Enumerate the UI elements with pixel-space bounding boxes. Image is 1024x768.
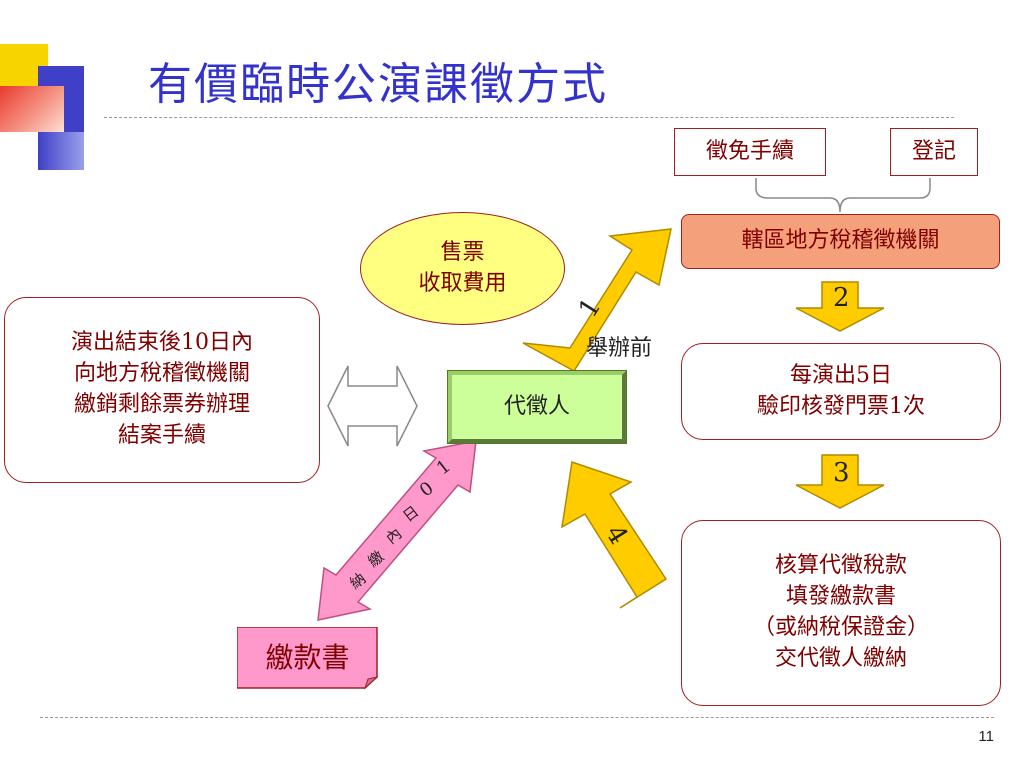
arrow-payment <box>317 440 477 621</box>
calc-line-3: （或納稅保證金） <box>752 615 929 640</box>
payment-slip-label: 繳款書 <box>265 641 350 675</box>
step2-number: 2 <box>833 283 850 313</box>
every5-line-1: 每演出5日 <box>790 362 892 388</box>
box-every-5-days: 每演出5日 驗印核發門票1次 <box>681 343 1001 440</box>
arrow-step1 <box>522 228 672 372</box>
box-tax-agency: 轄區地方稅稽徵機關 <box>681 214 1000 269</box>
agent-label: 代徵人 <box>503 393 570 419</box>
slide-title: 有價臨時公演課徵方式 <box>148 59 608 110</box>
box-after-show: 演出結束後10日內 向地方稅稽徵機關 繳銷剩餘票券辦理 結案手續 <box>4 297 320 483</box>
title-divider <box>104 117 954 118</box>
corner-decoration-blue-gradient <box>38 132 84 170</box>
step3-number: 3 <box>833 458 850 488</box>
box-exemption-procedure: 徵免手續 <box>674 128 826 176</box>
box-payment-slip: 繳款書 <box>237 627 378 689</box>
after-show-line-1: 演出結束後10日內 <box>71 330 253 356</box>
arrow-step3 <box>795 454 885 509</box>
step1-label: 舉辦前 <box>586 336 653 361</box>
ticket-line-1: 售票 <box>440 239 485 265</box>
calc-line-1: 核算代徵稅款 <box>774 553 907 579</box>
arrow-step2 <box>795 281 885 332</box>
payment-slip-shape <box>237 627 378 689</box>
ticket-line-2: 收取費用 <box>418 270 507 296</box>
after-show-line-4: 結案手續 <box>117 422 206 448</box>
footer-divider <box>40 717 994 718</box>
box-calculate-tax: 核算代徵稅款 填發繳款書 （或納稅保證金） 交代徵人繳納 <box>681 520 1001 706</box>
after-show-line-3: 繳銷剩餘票券辦理 <box>73 392 250 417</box>
after-show-line-2: 向地方稅稽徵機關 <box>73 361 250 387</box>
calc-line-4: 交代徵人繳納 <box>774 645 907 671</box>
bracket-connector <box>755 178 931 213</box>
double-arrow <box>327 365 418 447</box>
calc-line-2: 填發繳款書 <box>785 584 896 610</box>
box-collection-agent: 代徵人 <box>447 370 627 444</box>
arrow-step4 <box>561 461 668 609</box>
ellipse-ticket-sales: 售票 收取費用 <box>360 212 565 325</box>
page-number: 11 <box>978 728 994 745</box>
every5-line-2: 驗印核發門票1次 <box>757 393 925 419</box>
box-register: 登記 <box>890 128 978 176</box>
corner-decoration-red <box>0 86 64 132</box>
